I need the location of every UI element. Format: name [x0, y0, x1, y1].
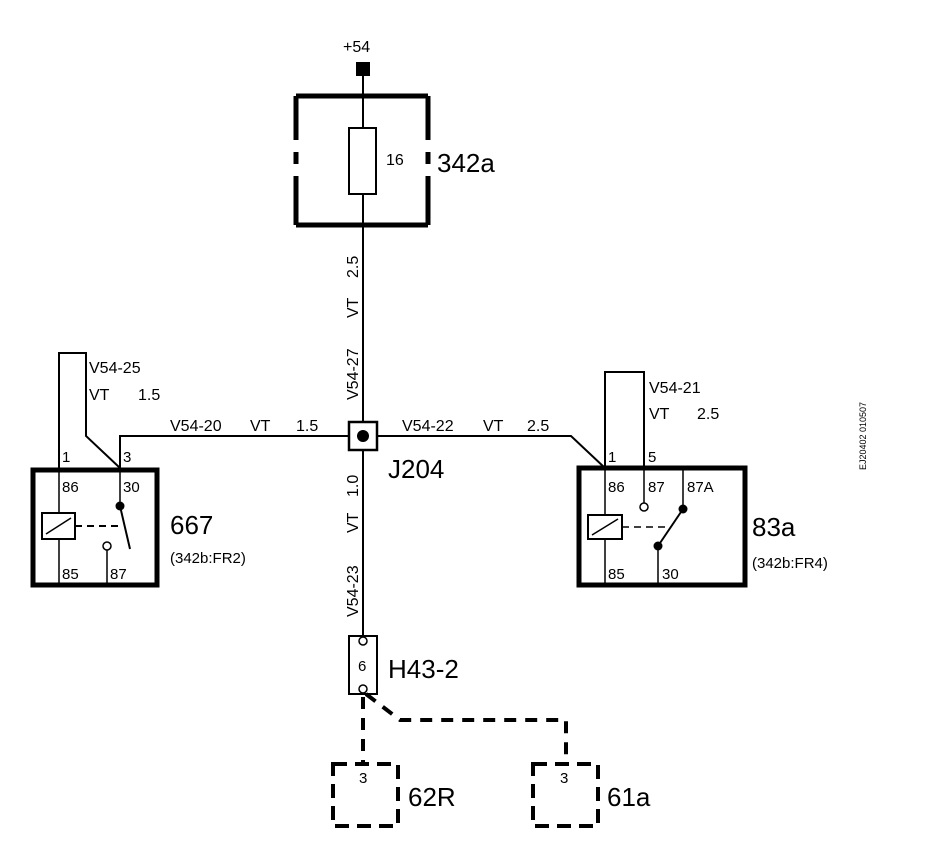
- wire-left-loop-gauge: 1.5: [138, 387, 160, 404]
- lamp-62r-label: 62R: [408, 782, 456, 812]
- relay-left-contact-87: [102, 541, 112, 551]
- junction-label: J204: [388, 454, 444, 484]
- relay-left-pin-85: 85: [62, 566, 79, 583]
- wire-right-loop-gauge: 2.5: [697, 406, 719, 423]
- wire-main-upper-id: V54-27: [345, 348, 362, 400]
- relay-right-box: [576, 465, 748, 588]
- wire-right-loop-id: V54-21: [649, 380, 701, 397]
- wire-main-lower-color: VT: [345, 512, 362, 533]
- wire-main-upper-gauge: 2.5: [345, 256, 362, 278]
- lamp-61a-pin: 3: [560, 770, 568, 787]
- supply-label: +54: [343, 39, 370, 56]
- relay-right-pin-30: 30: [662, 566, 679, 583]
- relay-left-label: 667: [170, 510, 213, 540]
- relay-left-pin-1: 1: [62, 449, 70, 466]
- wire-left-loop-id: V54-25: [89, 360, 141, 377]
- fuse-number: 16: [386, 152, 404, 169]
- relay-right-pin-86: 86: [608, 479, 625, 496]
- left-loop-wire: [58, 352, 121, 469]
- right-loop-wire: [604, 371, 645, 468]
- wire-left-branch-id: V54-20: [170, 418, 222, 435]
- connector-pin-number: 6: [358, 658, 366, 675]
- lamp-62r-box: [331, 762, 400, 828]
- relay-left-box: [30, 467, 160, 588]
- wire-left-branch-gauge: 1.5: [296, 418, 318, 435]
- relay-left-location: (342b:FR2): [170, 550, 246, 567]
- fuse-element: [348, 127, 377, 195]
- wire-right-branch-id: V54-22: [402, 418, 454, 435]
- connector-pin-bottom: [358, 684, 368, 694]
- junction-node: [357, 430, 369, 442]
- lamp-62r-pin: 3: [359, 770, 367, 787]
- connector-label: H43-2: [388, 654, 459, 684]
- connector-pin-top: [358, 636, 368, 646]
- relay-right-pin-1: 1: [608, 449, 616, 466]
- relay-left-pin-86: 86: [62, 479, 79, 496]
- relay-right-pin-85: 85: [608, 566, 625, 583]
- relay-right-pin-5: 5: [648, 449, 656, 466]
- fuse-box-342a: [293, 93, 431, 228]
- wire-main-upper-color: VT: [345, 297, 362, 318]
- wire-right-branch-gauge: 2.5: [527, 418, 549, 435]
- relay-right-pin-87: 87: [648, 479, 665, 496]
- lamp-61a-label: 61a: [607, 782, 651, 812]
- wire-right-branch-color: VT: [483, 418, 504, 435]
- relay-left-pin-30: 30: [123, 479, 140, 496]
- relay-left-pin-87: 87: [110, 566, 127, 583]
- wire-left-branch-color: VT: [250, 418, 271, 435]
- right-branch-wire: [377, 435, 606, 469]
- relay-left-pin-3: 3: [123, 449, 131, 466]
- wire-main-lower-gauge: 1.0: [345, 475, 362, 497]
- left-branch-wire: [119, 435, 349, 468]
- relay-right-label: 83a: [752, 512, 796, 542]
- wire-main-lower-id: V54-23: [345, 565, 362, 617]
- wire-right-loop-color: VT: [649, 406, 670, 423]
- drawing-code: EJ20402 010507: [858, 402, 868, 470]
- wire-left-loop-color: VT: [89, 387, 110, 404]
- relay-right-location: (342b:FR4): [752, 555, 828, 572]
- supply-terminal: [356, 62, 370, 76]
- relay-right-pin-87a: 87A: [687, 479, 714, 496]
- lamp-wire-right: [364, 692, 568, 762]
- fuse-box-label: 342a: [437, 148, 495, 178]
- relay-right-contact-87: [639, 502, 649, 512]
- lamp-61a-box: [531, 762, 600, 828]
